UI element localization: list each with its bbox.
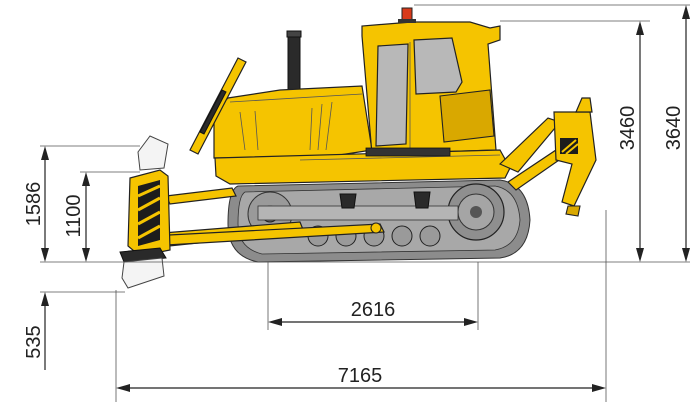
dim-label-lift-height: 1100 xyxy=(63,194,85,237)
exhaust-stack xyxy=(287,31,301,95)
dim-label-height-to-cab: 3460 xyxy=(617,106,639,151)
cab-window-front xyxy=(413,37,463,95)
engine-hood xyxy=(213,85,373,159)
dimension-lines xyxy=(40,4,690,402)
dozer-blade xyxy=(119,135,171,289)
dim-label-overall-height: 3640 xyxy=(663,106,685,151)
dim-label-blade-height: 1586 xyxy=(23,182,45,227)
track-assembly xyxy=(227,179,531,263)
rear-fender xyxy=(214,149,511,185)
cab-window-side xyxy=(375,43,409,147)
dimension-labels: 1586 1100 535 2616 7165 3460 3640 xyxy=(23,106,685,387)
dim-label-overall-length: 7165 xyxy=(338,365,383,387)
bulldozer-illustration xyxy=(119,7,597,289)
dim-label-dig-depth: 535 xyxy=(23,325,45,358)
dim-label-track-length: 2616 xyxy=(351,299,396,321)
ripper xyxy=(498,97,597,217)
